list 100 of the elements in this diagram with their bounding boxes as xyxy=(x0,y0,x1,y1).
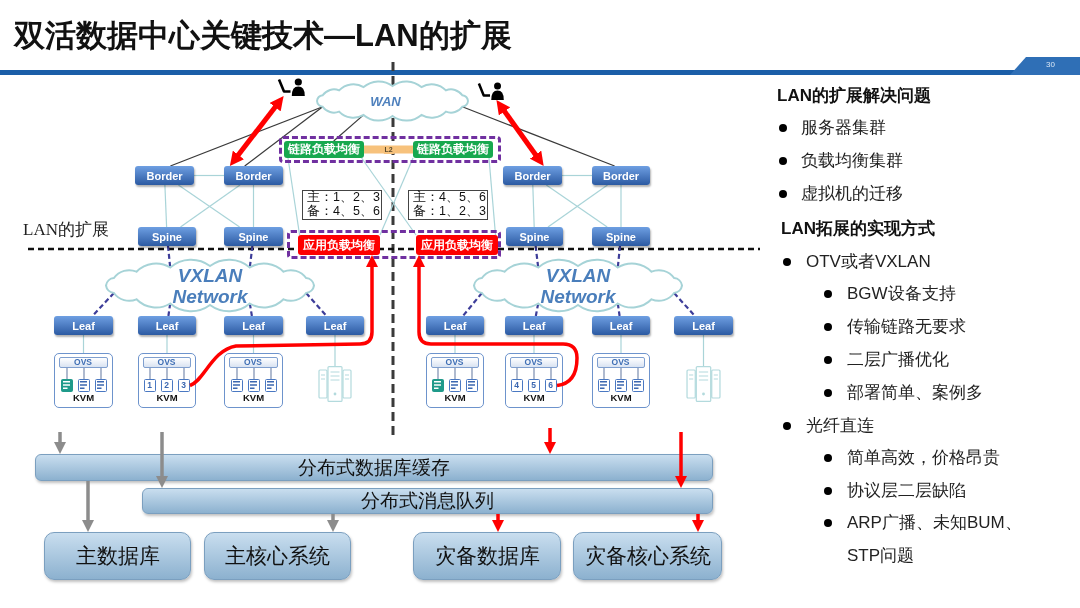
heading-text: LAN的扩展解决问题 xyxy=(777,85,931,107)
link-line xyxy=(166,334,168,354)
link-line xyxy=(561,174,593,177)
load-balancer-box: 链路负载均衡 xyxy=(413,141,493,158)
link-line xyxy=(193,174,225,177)
port-line xyxy=(66,367,68,380)
link-bar xyxy=(364,145,413,154)
link-line xyxy=(334,334,336,367)
virtual-switch-bar: OVS xyxy=(596,356,645,368)
uplink-line xyxy=(169,106,324,167)
switch-box: Leaf xyxy=(505,316,563,335)
down-arrow xyxy=(492,514,504,532)
switch-box: Spine xyxy=(224,227,283,246)
down-arrow xyxy=(156,432,168,488)
link-line xyxy=(702,334,705,367)
port-line xyxy=(83,367,85,380)
port-line xyxy=(183,367,185,380)
down-arrow xyxy=(692,514,704,532)
link-line xyxy=(379,157,414,236)
bullet-text: ARP广播、未知BUM、STP问题 xyxy=(847,512,1023,567)
link-line xyxy=(620,184,622,228)
down-arrow xyxy=(675,432,687,488)
person-laptop-icon xyxy=(276,78,305,96)
port-line xyxy=(437,367,439,380)
uplink-line xyxy=(461,106,616,167)
switch-box: Leaf xyxy=(138,316,196,335)
link-line xyxy=(488,157,497,236)
port-line xyxy=(166,367,168,380)
system-box: 主数据库 xyxy=(44,532,191,580)
bullet-text: 虚拟机的迁移 xyxy=(801,183,903,205)
double-arrow xyxy=(496,99,544,167)
host-label: KVM xyxy=(242,392,265,403)
dashed-frame xyxy=(287,230,501,259)
dashed-link xyxy=(305,292,328,317)
load-balancer-box: 应用负载均衡 xyxy=(416,235,498,255)
dashed-link xyxy=(616,303,621,317)
host-label: KVM xyxy=(444,392,466,403)
switch-box: Spine xyxy=(506,227,563,246)
port-line xyxy=(149,367,151,380)
host-box xyxy=(224,353,283,408)
dashed-link xyxy=(673,292,696,317)
assignment-text: 备：4、5、6 xyxy=(307,204,380,218)
link-line xyxy=(533,334,535,354)
link-line xyxy=(454,334,456,354)
port-line xyxy=(236,367,238,380)
bullet-text: 二层广播优化 xyxy=(847,349,949,371)
dashed-link xyxy=(616,245,622,268)
vm-box: 5 xyxy=(527,378,540,392)
heading-text: LAN拓展的实现方式 xyxy=(781,218,935,240)
port-line xyxy=(637,367,639,380)
down-arrow xyxy=(82,481,94,532)
load-balancer-box: 应用负载均衡 xyxy=(298,235,380,255)
port-line xyxy=(454,367,456,380)
host-label: KVM xyxy=(610,392,632,403)
dashed-link xyxy=(248,245,254,268)
host-box xyxy=(54,353,113,408)
link-line xyxy=(532,184,535,228)
down-arrow xyxy=(54,432,66,454)
dashed-link xyxy=(534,303,540,317)
link-line xyxy=(620,334,622,354)
dashed-link xyxy=(534,245,540,268)
vm-box: 1 xyxy=(143,378,156,392)
page-number: 30 xyxy=(1046,60,1055,70)
link-line xyxy=(287,157,301,236)
down-arrow xyxy=(544,428,556,454)
host-label: KVM xyxy=(523,392,545,403)
person-laptop-icon xyxy=(476,82,504,100)
vm-box: 2 xyxy=(160,378,173,392)
system-box: 主核心系统 xyxy=(204,532,351,580)
virtual-switch-bar: OVS xyxy=(142,356,191,368)
uplink-line xyxy=(333,114,365,142)
service-bar: 分布式数据库缓存 xyxy=(35,454,713,481)
dashed-frame xyxy=(279,136,501,163)
info-box xyxy=(408,190,488,220)
curved-arrow xyxy=(189,255,378,388)
virtual-switch-bar: OVS xyxy=(58,356,108,368)
port-line xyxy=(603,367,605,380)
host-label: KVM xyxy=(156,392,178,403)
switch-box: Leaf xyxy=(306,316,364,335)
switch-box: Leaf xyxy=(426,316,484,335)
load-balancer-box: 链路负载均衡 xyxy=(284,141,364,158)
dashed-link xyxy=(166,245,172,268)
switch-box: Border xyxy=(135,166,194,185)
curved-arrow xyxy=(413,255,579,388)
assignment-text: 主：1、2、3 xyxy=(307,191,380,204)
assignment-text: 主：4、5、6 xyxy=(413,191,486,204)
host-box xyxy=(505,353,563,408)
info-box xyxy=(302,190,382,220)
switch-box: Leaf xyxy=(674,316,733,335)
slide-title: 双活数据中心关键技术—LAN的扩展 xyxy=(14,17,512,55)
bullet-text: 协议层二层缺陷 xyxy=(847,480,966,502)
link-line xyxy=(252,184,255,228)
virtual-switch-bar: OVS xyxy=(509,356,558,368)
bullet-text: 传输链路无要求 xyxy=(847,316,966,338)
bullet-text: OTV或者VXLAN xyxy=(806,251,931,273)
virtual-switch-bar: OVS xyxy=(228,356,278,368)
link-line xyxy=(361,157,417,236)
switch-box: Leaf xyxy=(592,316,650,335)
server-icon xyxy=(318,366,352,402)
switch-box: Leaf xyxy=(224,316,283,335)
